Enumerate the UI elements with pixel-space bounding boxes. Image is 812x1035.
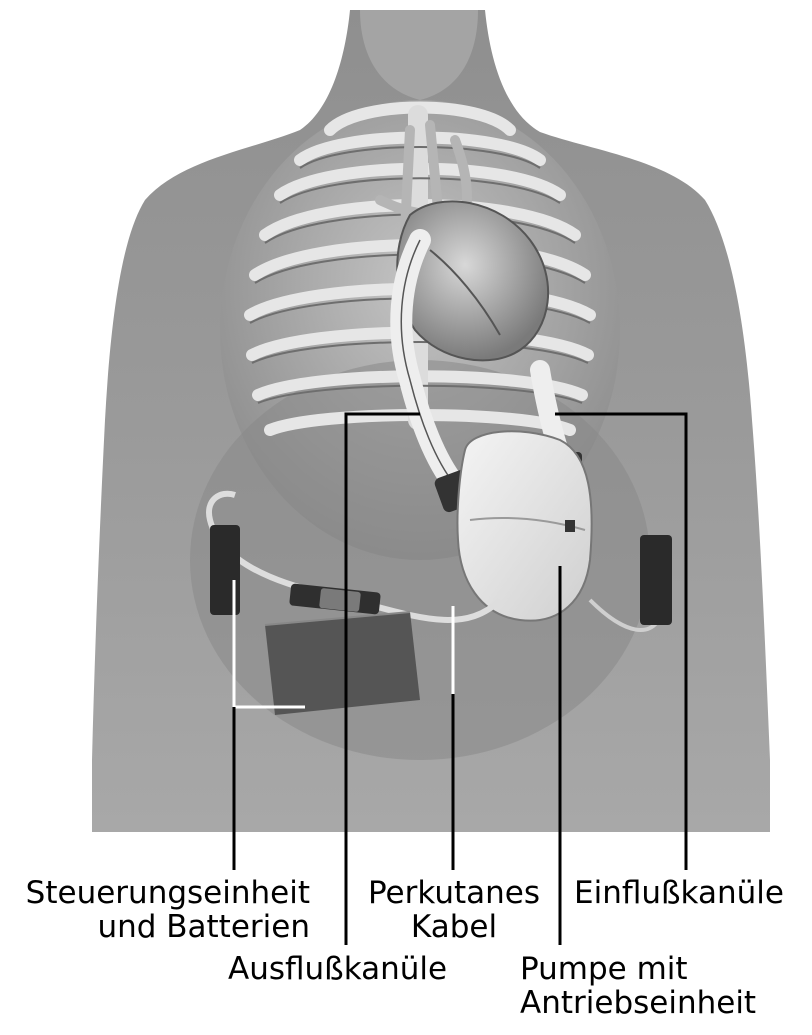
label-pump: Pumpe mit Antriebseinheit — [520, 952, 800, 1020]
label-outflow-cannula-line1: Ausflußkanüle — [228, 952, 478, 986]
label-percutaneous-cable-line1: Perkutanes — [356, 876, 552, 910]
label-inflow-cannula: Einflußkanüle — [574, 876, 808, 910]
label-control-unit-line2: und Batterien — [6, 910, 310, 944]
label-pump-line1: Pumpe mit — [520, 952, 800, 986]
label-control-unit-line1: Steuerungseinheit — [6, 876, 310, 910]
label-outflow-cannula: Ausflußkanüle — [228, 952, 478, 986]
label-inflow-cannula-line1: Einflußkanüle — [574, 876, 808, 910]
label-percutaneous-cable-line2: Kabel — [356, 910, 552, 944]
label-pump-line2: Antriebseinheit — [520, 986, 800, 1020]
label-percutaneous-cable: Perkutanes Kabel — [356, 876, 552, 944]
pump — [457, 431, 591, 620]
label-control-unit: Steuerungseinheit und Batterien — [6, 876, 310, 944]
